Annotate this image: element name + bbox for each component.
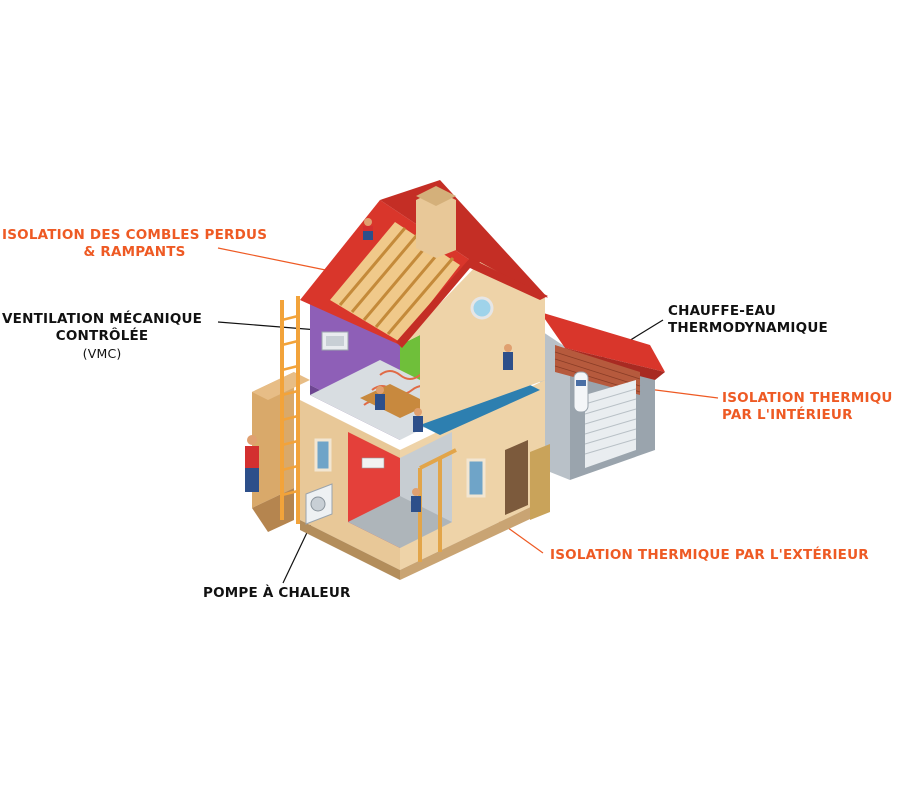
ladder [280, 296, 300, 524]
callout-chauffe-eau-line2: THERMODYNAMIQUE [668, 320, 828, 336]
workers [245, 218, 513, 512]
heat-pump-unit [305, 483, 333, 525]
callout-ite-line1: ISOLATION THERMIQUE PAR L'EXTÉRIEUR [550, 547, 869, 563]
worker-roof [363, 218, 373, 240]
callout-combles: ISOLATION DES COMBLES PERDUS & RAMPANTS [2, 227, 267, 261]
callout-iti-line2: PAR L'INTÉRIEUR [722, 407, 853, 423]
worker-floor [375, 386, 385, 410]
callout-vmc-line3: (VMC) [82, 346, 122, 361]
callout-ite: ISOLATION THERMIQUE PAR L'EXTÉRIEUR [550, 547, 869, 564]
worker-ground [411, 488, 421, 512]
callout-vmc: VENTILATION MÉCANIQUE CONTRÔLÉE (VMC) [2, 311, 202, 362]
worker-floor-2 [413, 408, 423, 432]
callout-iti-line1: ISOLATION THERMIQU [722, 390, 893, 406]
callout-vmc-line2: CONTRÔLÉE [55, 328, 149, 344]
callout-combles-line2: & RAMPANTS [83, 244, 186, 260]
callout-chauffe-eau-line1: CHAUFFE-EAU [668, 303, 776, 319]
worker-bathroom [503, 344, 513, 370]
callout-chauffe-eau: CHAUFFE-EAU THERMODYNAMIQUE [668, 303, 828, 337]
main-house [300, 180, 550, 580]
leader-vmc [217, 321, 319, 331]
callout-vmc-line1: VENTILATION MÉCANIQUE [2, 311, 203, 327]
callout-pompe-line1: POMPE À CHALEUR [203, 585, 351, 601]
worker-left [245, 435, 259, 492]
water-heater [573, 371, 589, 413]
garage [540, 312, 665, 480]
callout-pompe: POMPE À CHALEUR [203, 585, 351, 602]
callout-iti: ISOLATION THERMIQU PAR L'INTÉRIEUR [722, 390, 893, 424]
callout-combles-line1: ISOLATION DES COMBLES PERDUS [2, 227, 268, 243]
